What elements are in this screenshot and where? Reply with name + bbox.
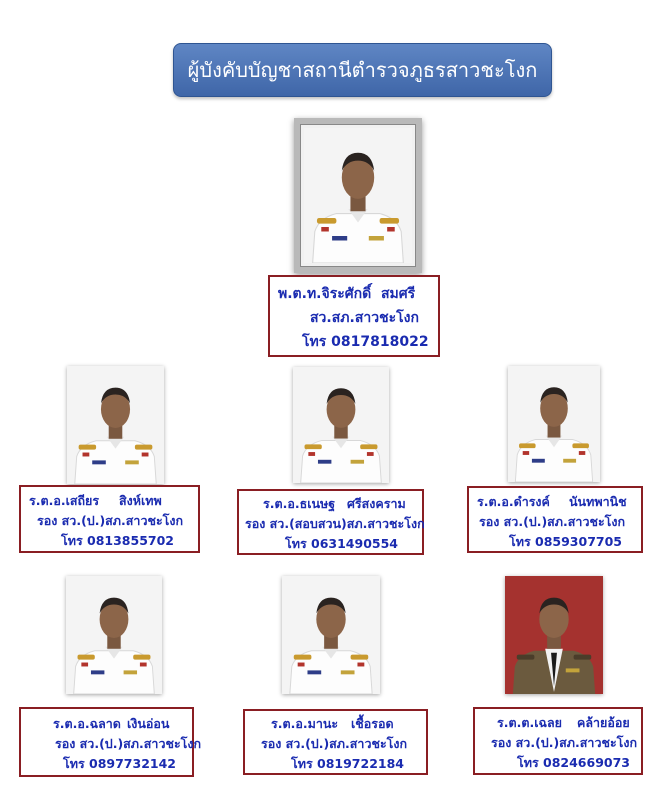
deputy-photo: [67, 366, 164, 484]
deputy-name: ร.ต.อ.เสถียร: [29, 493, 100, 508]
deputy-surname: สิงห์เทพ: [119, 493, 162, 508]
deputy-card: ร.ต.อ.ธเนษฐ ศรีสงคราม รอง สว.(สอบสวน)สภ.…: [237, 489, 425, 555]
deputy-surname: ศรีสงคราม: [347, 496, 406, 511]
deputy-position: รอง สว.(ป.)สภ.สาวชะโงก: [37, 513, 184, 528]
deputy-phone: โทร 0819722184: [291, 756, 404, 771]
deputy-card: ร.ต.ต.เฉลย คล้ายอ้อย รอง สว.(ป.)สภ.สาวชะ…: [473, 707, 643, 775]
page-title: ผู้บังคับบัญชาสถานีตำรวจภูธรสาวชะโงก: [173, 43, 552, 97]
deputy-card: ร.ต.อ.ฉลาด เงินอ่อน รอง สว.(ป.)สภ.สาวชะโ…: [19, 707, 201, 777]
deputy-photo: [293, 367, 389, 483]
deputy-name: ร.ต.อ.ดำรงค์: [477, 494, 550, 509]
deputy-phone: โทร 0813855702: [61, 533, 174, 548]
deputy-position: รอง สว.(ป.)สภ.สาวชะโงก: [479, 514, 626, 529]
deputy-name: ร.ต.ต.เฉลย: [497, 715, 562, 730]
deputy-surname: นันทพานิช: [569, 494, 627, 509]
chief-position: สว.สภ.สาวชะโงก: [310, 310, 419, 326]
deputy-phone: โทร 0897732142: [63, 756, 176, 771]
deputy-name: ร.ต.อ.ธเนษฐ: [263, 496, 336, 511]
deputy-surname: เชื้อรอด: [351, 716, 394, 731]
chief-photo: [294, 118, 422, 273]
deputy-card: ร.ต.อ.เสถียร สิงห์เทพ รอง สว.(ป.)สภ.สาวช…: [19, 485, 200, 553]
deputy-position: รอง สว.(สอบสวน)สภ.สาวชะโงก: [245, 516, 425, 531]
chief-name: พ.ต.ท.จิระศักดิ์: [278, 286, 372, 302]
chief-phone: โทร 0817818022: [302, 334, 429, 350]
deputy-photo: [282, 576, 380, 694]
deputy-phone: โทร 0859307705: [509, 534, 622, 549]
deputy-name: ร.ต.อ.มานะ: [271, 716, 339, 731]
deputy-photo: [508, 366, 600, 482]
deputy-phone: โทร 0631490554: [285, 536, 398, 551]
deputy-name: ร.ต.อ.ฉลาด: [53, 716, 121, 731]
chief-surname: สมศรี: [381, 286, 416, 302]
deputy-card: ร.ต.อ.ดำรงค์ นันทพานิช รอง สว.(ป.)สภ.สาว…: [467, 486, 643, 553]
deputy-position: รอง สว.(ป.)สภ.สาวชะโงก: [491, 735, 638, 750]
chief-card: พ.ต.ท.จิระศักดิ์ สมศรี สว.สภ.สาวชะโงก โท…: [268, 275, 440, 357]
deputy-phone: โทร 0824669073: [517, 755, 630, 770]
deputy-surname: คล้ายอ้อย: [577, 715, 630, 730]
deputy-photo: [505, 576, 603, 694]
deputy-position: รอง สว.(ป.)สภ.สาวชะโงก: [55, 736, 202, 751]
deputy-position: รอง สว.(ป.)สภ.สาวชะโงก: [261, 736, 408, 751]
deputy-card: ร.ต.อ.มานะ เชื้อรอด รอง สว.(ป.)สภ.สาวชะโ…: [243, 709, 428, 775]
deputy-surname: เงินอ่อน: [127, 716, 170, 731]
deputy-photo: [66, 576, 162, 694]
